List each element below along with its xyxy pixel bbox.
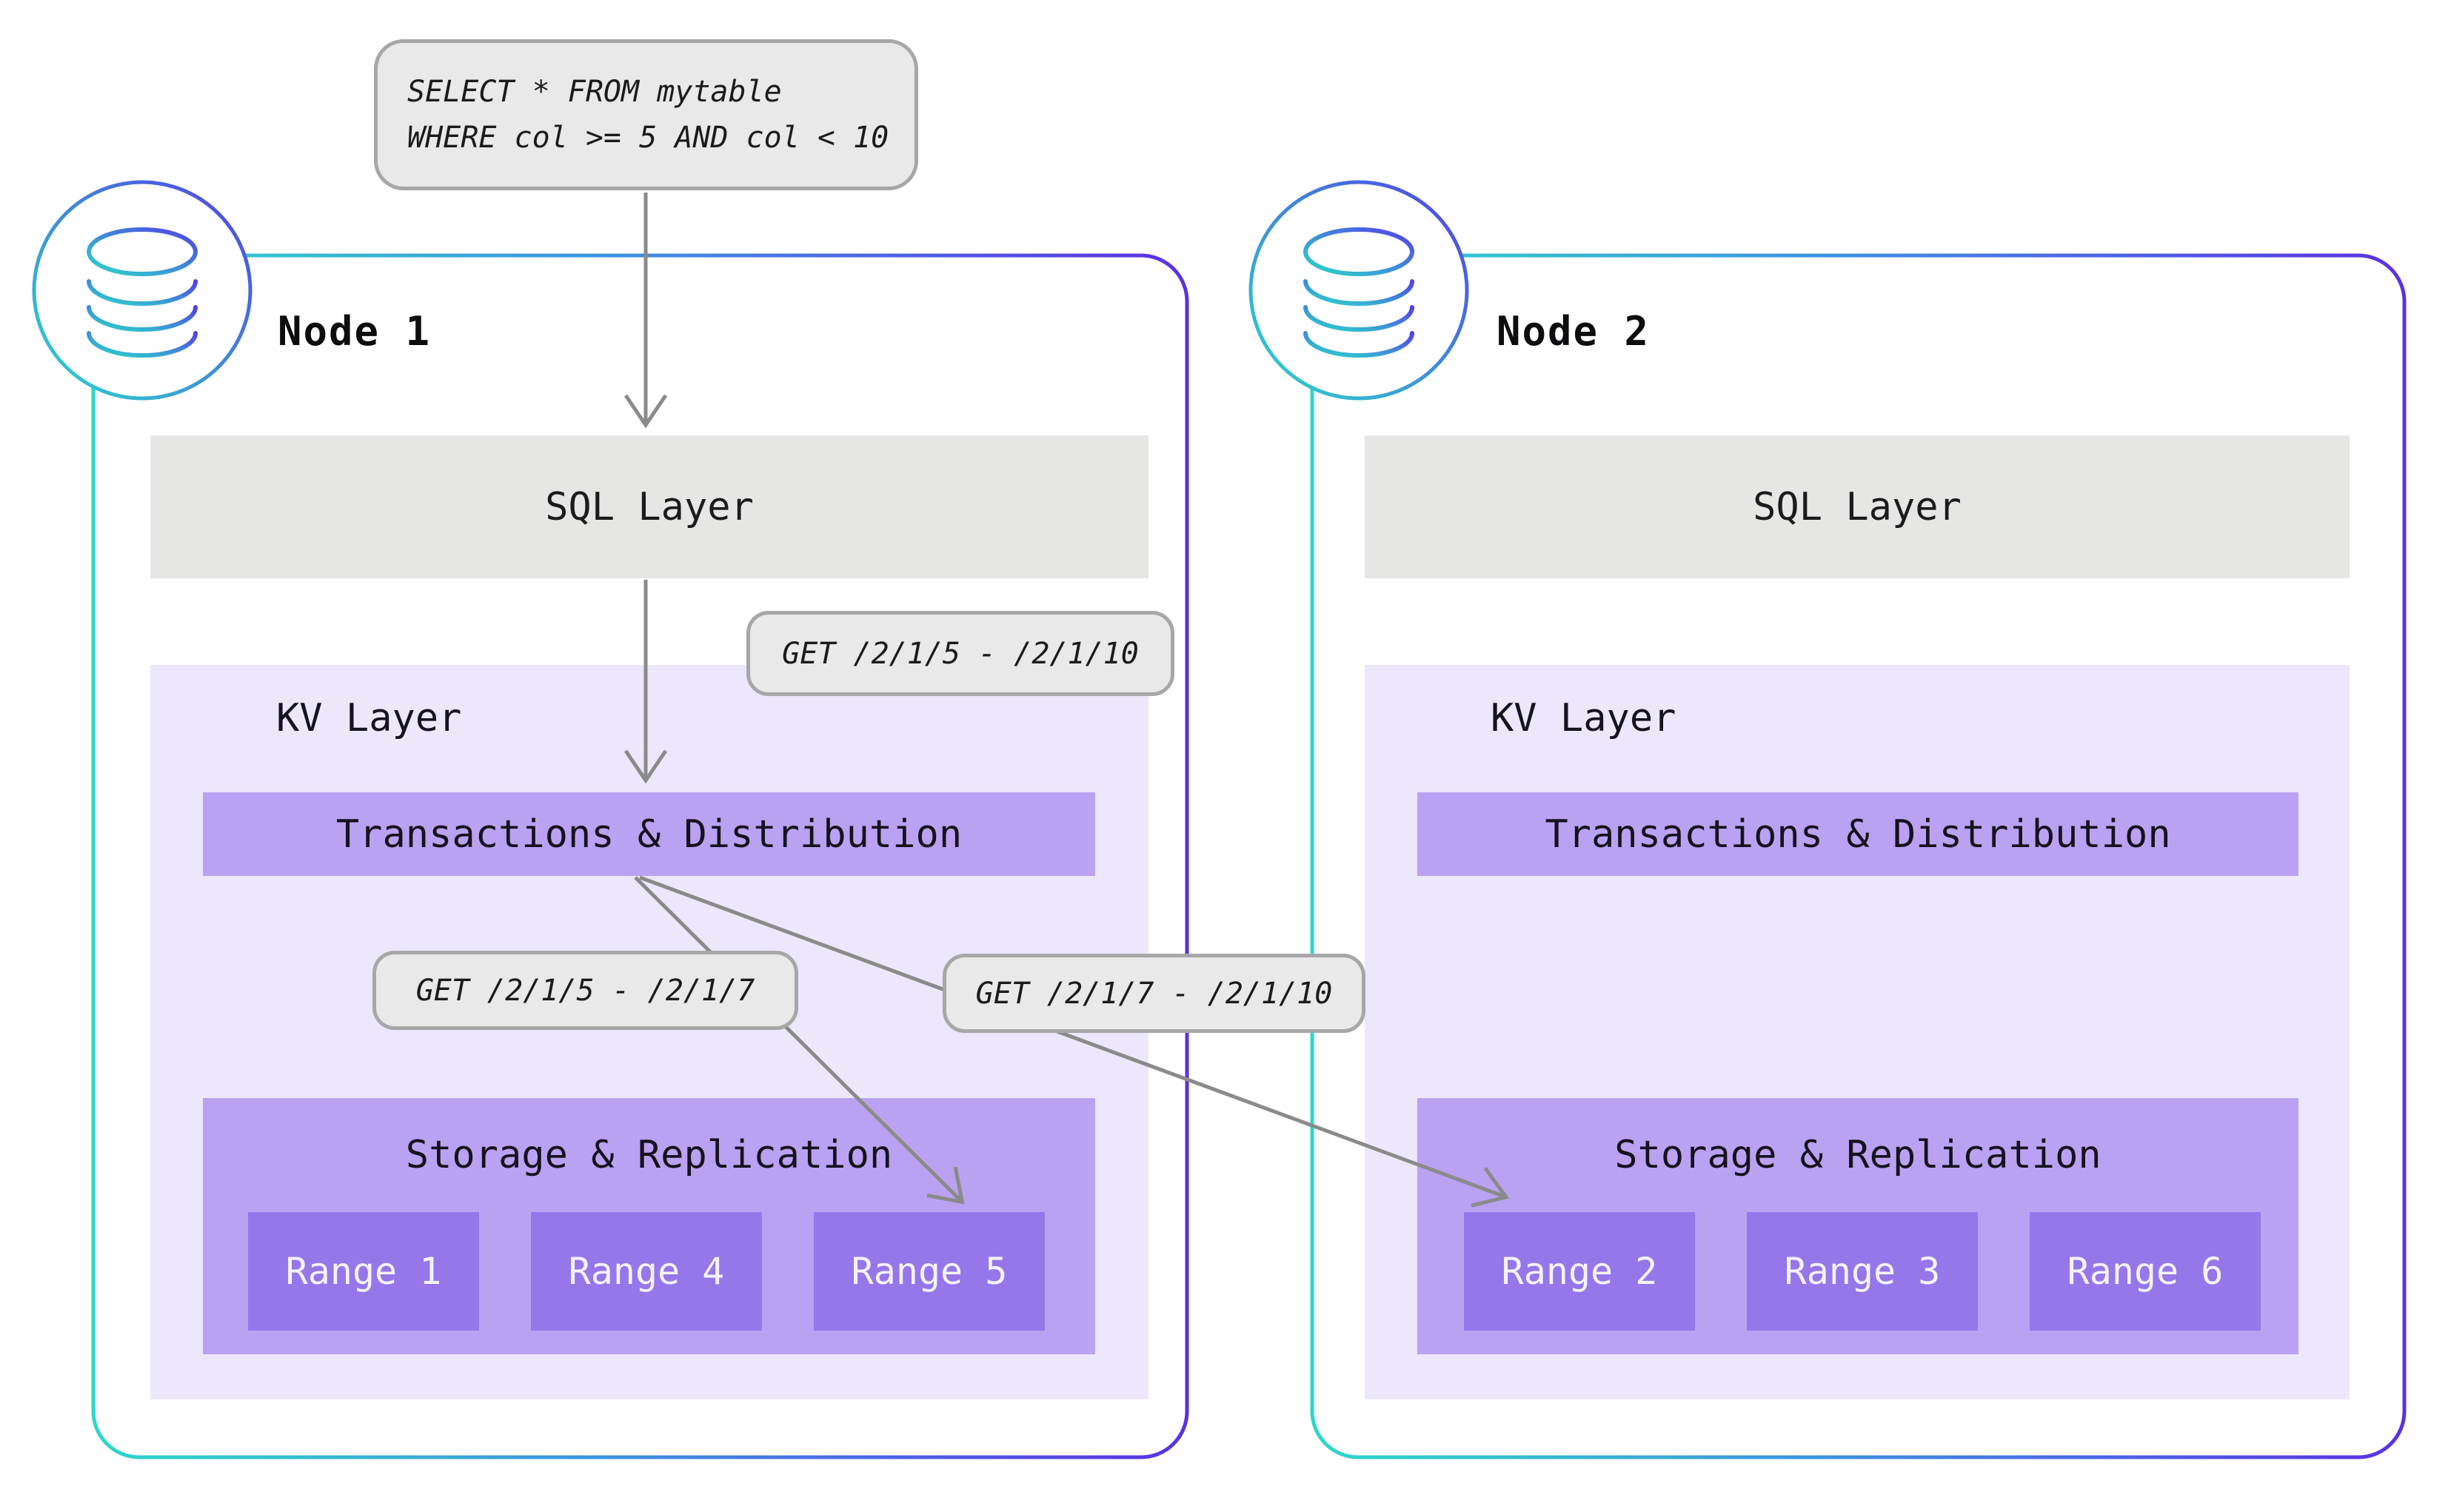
get-full-range-callout: GET /2/1/5 - /2/1/10: [746, 611, 1174, 696]
node-2-title: Node 2: [1497, 308, 1651, 355]
range-box: Range 3: [1747, 1212, 1978, 1331]
node-1-sql-layer-bar: SQL Layer: [150, 435, 1148, 578]
txn-to-range5-arrow: [634, 876, 965, 1205]
node-1-storage-label: Storage & Replication: [405, 1133, 893, 1177]
range-box: Range 6: [2030, 1212, 2261, 1331]
txn-to-range2-arrow: [639, 875, 1510, 1208]
get-left-split-callout: GET /2/1/5 - /2/1/7: [372, 951, 798, 1030]
node-2-sql-layer-bar: SQL Layer: [1365, 435, 2350, 578]
range-box: Range 1: [248, 1212, 479, 1331]
database-icon: [32, 180, 253, 401]
sql-query-line: WHERE col >= 5 AND col < 10: [407, 121, 889, 155]
node-2-border: [1310, 253, 2407, 1459]
node-1-border: [91, 253, 1189, 1459]
database-icon: [1248, 180, 1469, 401]
range-box: Range 4: [531, 1212, 762, 1331]
node-1-transactions-bar: Transactions & Distribution: [203, 792, 1095, 876]
node-2-storage-label: Storage & Replication: [1614, 1133, 2101, 1177]
sql-query-line: SELECT * FROM mytable: [407, 75, 782, 109]
node-1-title: Node 1: [278, 308, 432, 355]
get-right-split-callout: GET /2/1/7 - /2/1/10: [943, 954, 1365, 1033]
node-1-kv-layer-label: KV Layer: [276, 696, 462, 740]
node-2-kv-layer-label: KV Layer: [1491, 696, 1676, 740]
range-box: Range 5: [814, 1212, 1045, 1331]
node-2-transactions-bar: Transactions & Distribution: [1417, 792, 2298, 876]
range-box: Range 2: [1464, 1212, 1695, 1331]
sql-query-callout: SELECT * FROM mytable WHERE col >= 5 AND…: [374, 39, 918, 190]
